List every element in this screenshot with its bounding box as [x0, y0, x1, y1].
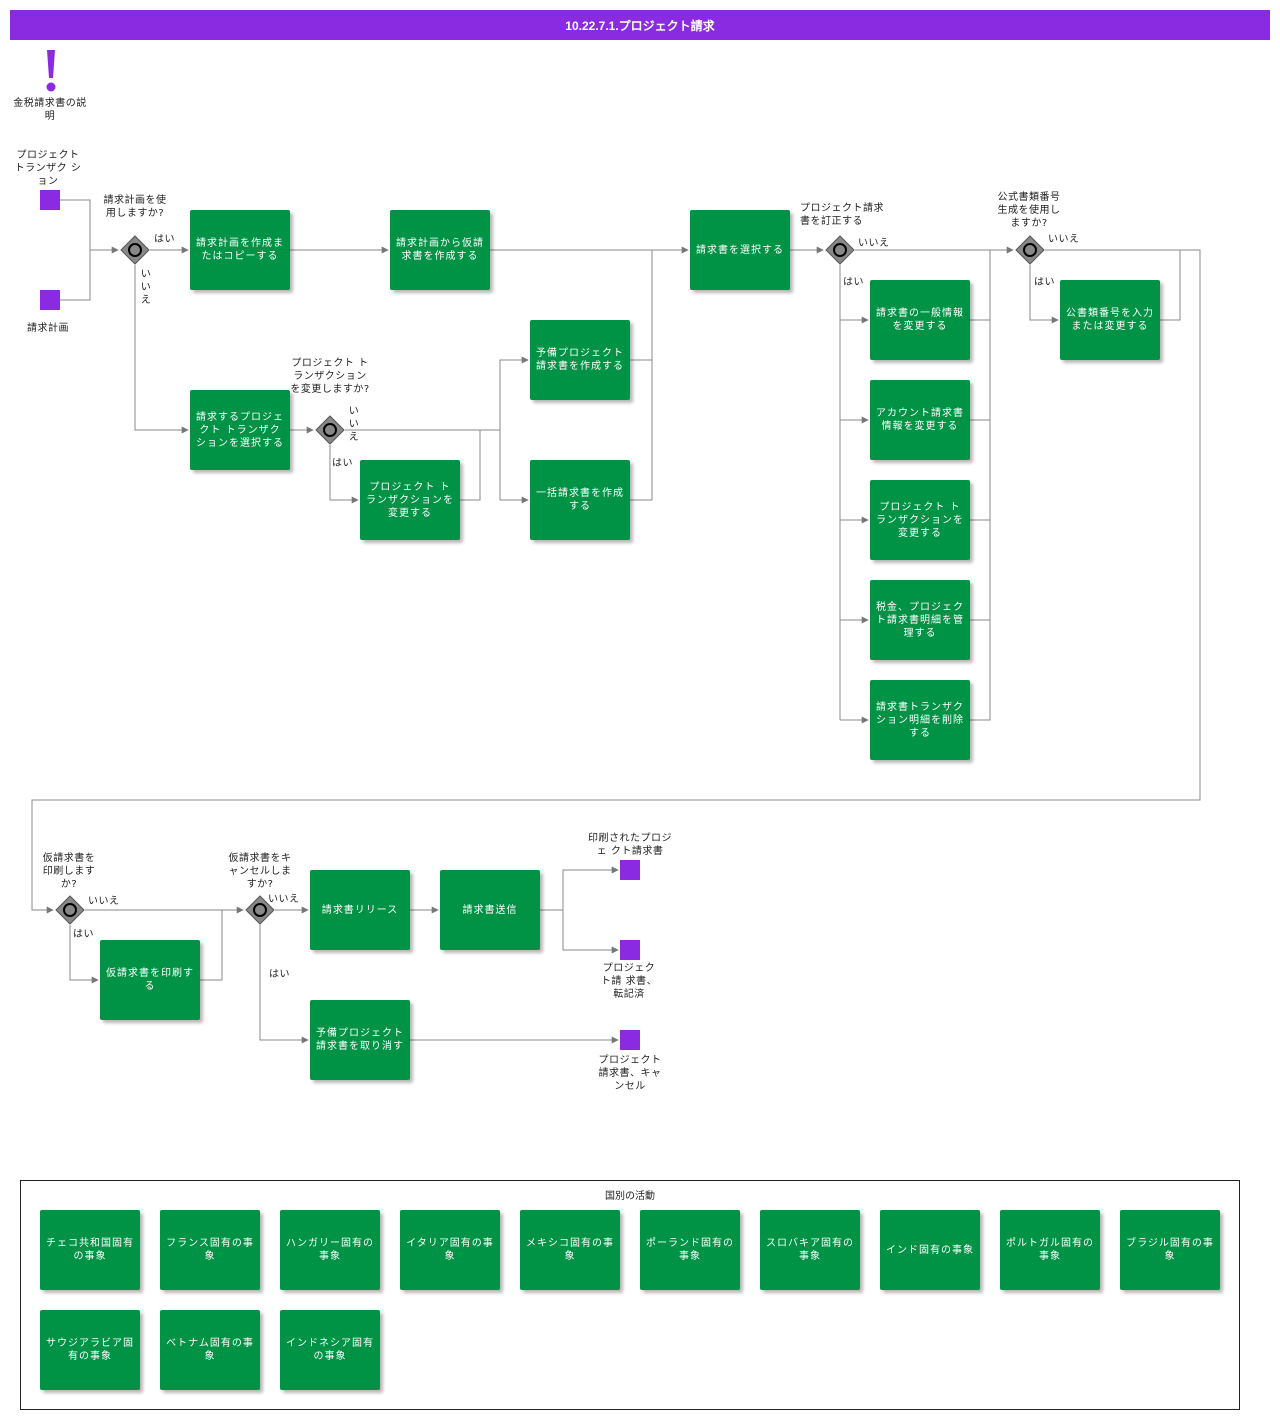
annotation-label: 金税請求書の説明	[13, 98, 87, 122]
gateway-no-label: いいえ	[1048, 234, 1080, 245]
gateway-no-label: いいえ	[88, 896, 120, 907]
gateway-question: 公式書類番号生成を使用しますか?	[997, 192, 1061, 229]
gateway-yes-label: はい	[843, 277, 864, 288]
country-mexico[interactable]: メキシコ固有の事象	[520, 1210, 620, 1290]
legend-title: 国別の活動	[605, 1191, 655, 1202]
task-manage-tax-lines[interactable]: 税金、プロジェクト請求書明細を管理する	[870, 580, 970, 660]
output-label-cancelled: プロジェクト請求書、キャンセル	[598, 1055, 662, 1092]
country-slovakia[interactable]: スロバキア固有の事象	[760, 1210, 860, 1290]
gateway-no-label: いいえ	[858, 238, 890, 249]
country-india[interactable]: インド固有の事象	[880, 1210, 980, 1290]
gateway-yes-label: はい	[73, 929, 94, 940]
task-create-copy-plan[interactable]: 請求計画を作成またはコピーする	[190, 210, 290, 290]
task-send-invoice[interactable]: 請求書送信	[440, 870, 540, 950]
gateway-yes-label: はい	[332, 458, 353, 469]
input-label-project-transaction: プロジェクト トランザク ション	[14, 150, 82, 187]
gateway-correct-invoice[interactable]	[825, 235, 855, 265]
task-print-proforma[interactable]: 仮請求書を印刷する	[100, 940, 200, 1020]
gateway-yes-label: はい	[1034, 277, 1055, 288]
task-select-invoice[interactable]: 請求書を選択する	[690, 210, 790, 290]
country-indonesia[interactable]: インドネシア固有の事象	[280, 1310, 380, 1390]
gateway-no-label: いいえ	[348, 406, 360, 443]
country-france[interactable]: フランス固有の事象	[160, 1210, 260, 1290]
task-create-proforma[interactable]: 予備プロジェクト請求書を作成する	[530, 320, 630, 400]
output-label-posted: プロジェクト請 求書、転記済	[600, 963, 658, 1000]
country-hungary[interactable]: ハンガリー固有の事象	[280, 1210, 380, 1290]
task-change-general-info[interactable]: 請求書の一般情報を変更する	[870, 280, 970, 360]
gateway-question: 請求計画を使用しますか?	[103, 195, 167, 219]
output-posted-doc[interactable]	[620, 940, 640, 960]
page-title: 10.22.7.1.プロジェクト請求	[10, 10, 1270, 40]
input-project-transaction-doc[interactable]	[40, 190, 60, 210]
task-change-transaction[interactable]: プロジェクト トランザクションを変更する	[360, 460, 460, 540]
gateway-cancel[interactable]	[245, 895, 275, 925]
country-vietnam[interactable]: ベトナム固有の事象	[160, 1310, 260, 1390]
gateway-yes-label: はい	[269, 969, 290, 980]
gateway-no-label: いいえ	[268, 894, 300, 905]
gateway-question: 仮請求書を印刷しますか?	[42, 853, 96, 890]
task-cancel-proforma[interactable]: 予備プロジェクト請求書を取り消す	[310, 1000, 410, 1080]
gateway-use-plan[interactable]	[120, 235, 150, 265]
gateway-official-number[interactable]	[1015, 235, 1045, 265]
country-portugal[interactable]: ポルトガル固有の事象	[1000, 1210, 1100, 1290]
task-create-from-plan[interactable]: 請求計画から仮請求書を作成する	[390, 210, 490, 290]
gateway-question: プロジェクト請求書を訂正する	[800, 203, 884, 227]
gateway-question: プロジェクト トランザクションを変更しますか?	[290, 358, 370, 395]
country-czech[interactable]: チェコ共和国固有の事象	[40, 1210, 140, 1290]
output-cancelled-doc[interactable]	[620, 1030, 640, 1050]
task-official-number[interactable]: 公書類番号を入力または変更する	[1060, 280, 1160, 360]
country-saudi-arabia[interactable]: サウジアラビア固有の事象	[40, 1310, 140, 1390]
country-brazil[interactable]: ブラジル固有の事象	[1120, 1210, 1220, 1290]
country-italy[interactable]: イタリア固有の事象	[400, 1210, 500, 1290]
gateway-yes-label: はい	[154, 234, 175, 245]
task-select-transactions[interactable]: 請求するプロジェクト トランザクションを選択する	[190, 390, 290, 470]
task-change-account-info[interactable]: アカウント請求書情報を変更する	[870, 380, 970, 460]
task-create-bulk-invoice[interactable]: 一括請求書を作成する	[530, 460, 630, 540]
gateway-no-label: いいえ	[140, 269, 152, 306]
country-poland[interactable]: ポーランド固有の事象	[640, 1210, 740, 1290]
gateway-change-transactions[interactable]	[315, 415, 345, 445]
output-printed-doc[interactable]	[620, 860, 640, 880]
gateway-question: 仮請求書をキャンセルしますか?	[228, 853, 292, 890]
output-label-printed: 印刷されたプロジェ クト請求書	[588, 833, 672, 857]
task-delete-lines[interactable]: 請求書トランザクション明細を削除する	[870, 680, 970, 760]
input-billing-plan-doc[interactable]	[40, 290, 60, 310]
task-release-invoice[interactable]: 請求書リリース	[310, 870, 410, 950]
task-change-transaction-2[interactable]: プロジェクト トランザクションを変更する	[870, 480, 970, 560]
exclamation-icon	[46, 50, 56, 92]
gateway-print[interactable]	[55, 895, 85, 925]
input-label-billing-plan: 請求計画	[27, 323, 69, 334]
country-activities-group: 国別の活動 チェコ共和国固有の事象 フランス固有の事象 ハンガリー固有の事象 イ…	[20, 1180, 1240, 1410]
